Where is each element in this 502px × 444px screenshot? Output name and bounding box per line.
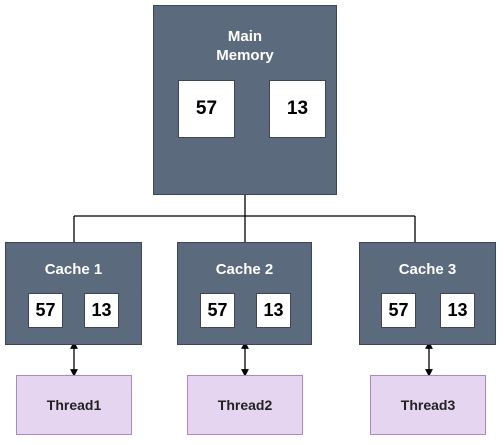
main-memory-box: Main Memory 57 13 — [153, 5, 337, 195]
cache-2-value-2: 13 — [256, 293, 291, 328]
cache-3-box: Cache 3 57 13 — [359, 242, 496, 345]
main-memory-title-line1: Main — [227, 28, 263, 45]
main-memory-title-line2: Memory — [216, 47, 274, 64]
cache-1-value-1: 57 — [28, 293, 63, 328]
cache-1-value-2: 13 — [84, 293, 119, 328]
cache-2-box: Cache 2 57 13 — [177, 242, 312, 345]
cache-3-value-2: 13 — [440, 293, 475, 328]
cache-1-title: Cache 1 — [44, 261, 103, 278]
thread-2-box: Thread2 — [187, 375, 303, 435]
thread-1-box: Thread1 — [16, 375, 132, 435]
cache-1-box: Cache 1 57 13 — [5, 242, 142, 345]
cache-3-value-1: 57 — [381, 293, 416, 328]
cache-3-title: Cache 3 — [398, 261, 457, 278]
main-memory-value-2: 13 — [269, 80, 326, 138]
cache-2-value-1: 57 — [200, 293, 235, 328]
cache-2-title: Cache 2 — [215, 261, 274, 278]
main-memory-value-1: 57 — [178, 80, 235, 138]
thread-3-box: Thread3 — [370, 375, 486, 435]
